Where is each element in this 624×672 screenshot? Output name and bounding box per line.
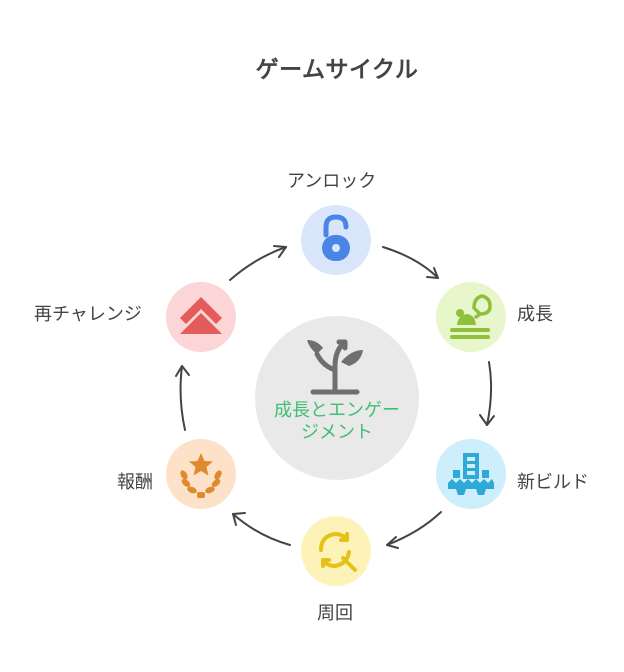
build-icon <box>448 453 494 495</box>
arrow-loop-to-reward <box>232 513 291 546</box>
arrow-reward-to-retry <box>179 365 186 431</box>
center-label: 成長とエンゲージメント <box>274 400 400 443</box>
label-retry: 再チャレンジ <box>34 304 142 325</box>
label-loop: 周回 <box>317 603 353 624</box>
label-growth: 成長 <box>517 304 553 325</box>
arrow-growth-to-build <box>486 361 493 426</box>
label-reward: 報酬 <box>117 472 153 493</box>
arrow-unlock-to-growth <box>382 246 439 279</box>
loop-search-icon <box>319 532 357 572</box>
center-hub <box>255 316 419 480</box>
arrow-retry-to-unlock <box>229 246 287 281</box>
node-loop <box>301 516 371 586</box>
node-retry <box>166 282 236 352</box>
label-unlock: アンロック <box>287 171 377 192</box>
node-build <box>436 439 506 509</box>
node-reward <box>166 439 236 509</box>
arrow-build-to-loop <box>386 511 442 546</box>
diagram-title: ゲームサイクル <box>255 57 419 83</box>
node-growth <box>436 282 506 352</box>
growth-icon <box>450 294 492 339</box>
sprout-icon <box>307 339 363 395</box>
star-laurel-icon <box>180 453 222 498</box>
double-chevron-up-icon <box>180 297 222 334</box>
unlock-icon <box>322 214 350 261</box>
label-build: 新ビルド <box>517 472 589 493</box>
node-unlock <box>301 205 371 275</box>
